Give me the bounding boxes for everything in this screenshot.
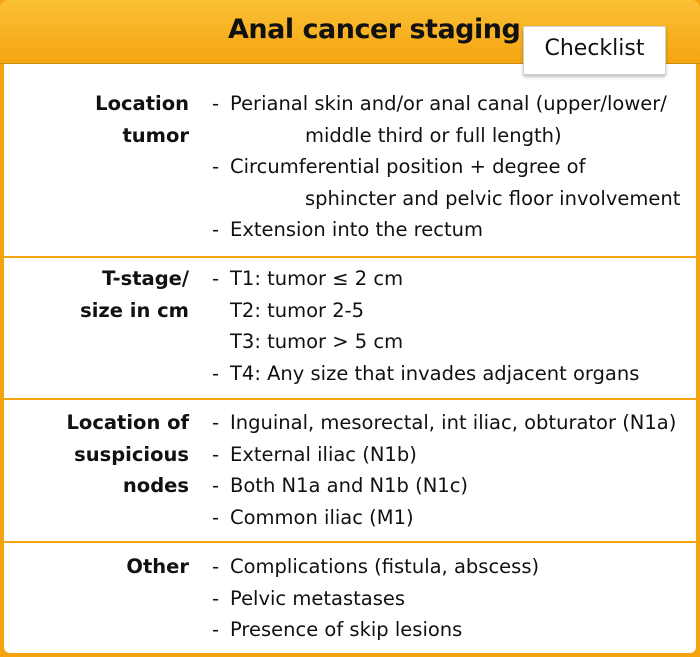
item-text: Pelvic metastases <box>230 586 406 610</box>
section-label-line: Location <box>95 92 189 115</box>
section-label-line: suspicious nodes <box>74 442 189 498</box>
section-label-line: T-stage/ <box>102 267 189 290</box>
bullet-dash: - <box>212 361 220 385</box>
item-text-continued: sphincter and pelvic floor involvement <box>305 186 681 210</box>
list-item: - Complications (fistula, abscess) <box>212 551 696 583</box>
section-label: Location of suspicious nodes <box>4 407 190 502</box>
bullet-dash: - <box>212 618 220 641</box>
section-label-line: Other <box>126 555 189 578</box>
list-item: - Perianal skin and/or anal canal (upper… <box>212 88 696 151</box>
section-items: - T1: tumor ≤ 2 cm T2: tumor 2-5 T3: tum… <box>212 263 696 389</box>
item-text: T2: tumor 2-5 <box>230 298 365 322</box>
section-label: T-stage/ size in cm <box>4 263 189 326</box>
bullet-dash: - <box>212 586 220 610</box>
section-label-line: Location of <box>66 411 190 434</box>
item-text: External iliac (N1b) <box>230 442 417 466</box>
list-item: - Pelvic metastases <box>212 583 696 615</box>
bullet-dash: - <box>212 411 220 434</box>
bullet-dash: - <box>212 442 220 466</box>
section-divider <box>4 398 696 400</box>
list-item: - Inguinal, mesorectal, int iliac, obtur… <box>212 407 696 439</box>
list-item: - Circumferential position + degree of s… <box>212 151 696 214</box>
list-item: T3: tumor > 5 cm <box>212 326 696 358</box>
item-text: Circumferential position + degree of <box>230 155 586 178</box>
item-text: T3: tumor > 5 cm <box>230 330 404 353</box>
bullet-dash: - <box>212 218 220 241</box>
section-divider <box>4 541 696 543</box>
item-text: Presence of skip lesions <box>230 618 463 641</box>
bullet-dash: - <box>212 555 220 578</box>
section-label: Other <box>4 551 189 583</box>
section-label-line: tumor <box>122 123 189 147</box>
section-items: - Inguinal, mesorectal, int iliac, obtur… <box>212 407 696 533</box>
item-text: Both N1a and N1b (N1c) <box>230 474 469 497</box>
item-text: Inguinal, mesorectal, int iliac, obturat… <box>230 411 677 434</box>
item-text: Complications (fistula, abscess) <box>230 555 540 578</box>
section-label: Location tumor <box>4 88 189 151</box>
item-text: T1: tumor ≤ 2 cm <box>230 267 404 290</box>
list-item: T2: tumor 2-5 <box>212 295 696 327</box>
list-item: - Presence of skip lesions <box>212 614 696 646</box>
item-text: Perianal skin and/or anal canal (upper/l… <box>230 92 667 115</box>
bullet-dash: - <box>212 92 220 115</box>
bullet-dash: - <box>212 505 220 529</box>
checklist-body: Location tumor - Perianal skin and/or an… <box>4 64 696 653</box>
section-items: - Complications (fistula, abscess) - Pel… <box>212 551 696 646</box>
list-item: - Both N1a and N1b (N1c) <box>212 470 696 502</box>
page-title: Anal cancer staging <box>228 14 521 45</box>
bullet-dash: - <box>212 155 220 178</box>
bullet-dash: - <box>212 267 220 290</box>
item-text-continued: middle third or full length) <box>305 123 562 147</box>
list-item: - T4: Any size that invades adjacent org… <box>212 358 696 390</box>
bullet-dash: - <box>212 474 220 497</box>
section-label-line: size in cm <box>80 298 189 322</box>
item-text: T4: Any size that invades adjacent organ… <box>230 361 640 385</box>
list-item: - External iliac (N1b) <box>212 439 696 471</box>
item-text: Extension into the rectum <box>230 218 483 241</box>
list-item: - Extension into the rectum <box>212 214 696 246</box>
item-text: Common iliac (M1) <box>230 505 414 529</box>
checklist-tag: Checklist <box>523 26 666 75</box>
list-item: - Common iliac (M1) <box>212 502 696 534</box>
section-items: - Perianal skin and/or anal canal (upper… <box>212 88 696 246</box>
section-divider <box>4 256 696 258</box>
list-item: - T1: tumor ≤ 2 cm <box>212 263 696 295</box>
